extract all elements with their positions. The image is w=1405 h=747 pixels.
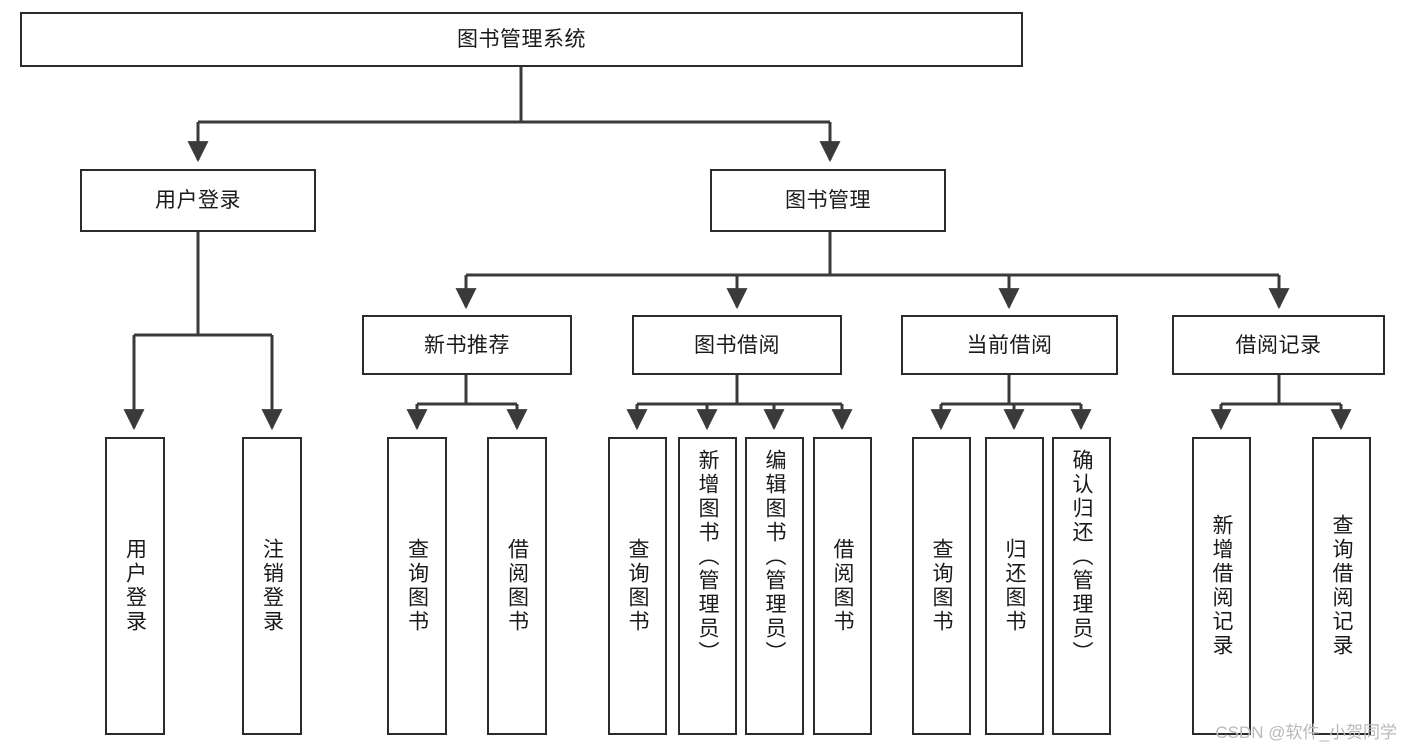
node-borrow-record[interactable]: 借阅记录 — [1172, 315, 1385, 375]
node-leaf-query-book-borrow[interactable]: 查询图书 — [608, 437, 667, 735]
node-new-book-recommend[interactable]: 新书推荐 — [362, 315, 572, 375]
node-current-borrow-label: 当前借阅 — [966, 333, 1053, 357]
node-leaf-edit-book-label: 编辑图书（管理员） — [763, 449, 786, 665]
node-root-label: 图书管理系统 — [457, 28, 586, 51]
node-leaf-add-book[interactable]: 新增图书（管理员） — [678, 437, 737, 735]
node-leaf-query-book-current[interactable]: 查询图书 — [912, 437, 971, 735]
node-book-borrow[interactable]: 图书借阅 — [632, 315, 842, 375]
node-leaf-return-book[interactable]: 归还图书 — [985, 437, 1044, 735]
node-leaf-edit-book[interactable]: 编辑图书（管理员） — [745, 437, 804, 735]
node-leaf-query-book-borrow-label: 查询图书 — [626, 538, 649, 634]
node-leaf-query-book-recommend-label: 查询图书 — [405, 538, 429, 634]
csdn-watermark: CSDN @软件_小贺同学 — [1215, 723, 1397, 742]
node-new-book-recommend-label: 新书推荐 — [424, 333, 510, 357]
node-leaf-query-book-recommend[interactable]: 查询图书 — [387, 437, 447, 735]
node-leaf-user-login-label: 用户登录 — [123, 538, 147, 634]
node-leaf-borrow-book[interactable]: 借阅图书 — [813, 437, 872, 735]
node-leaf-add-book-label: 新增图书（管理员） — [696, 449, 719, 665]
node-leaf-logout-label: 注销登录 — [260, 538, 284, 634]
node-leaf-query-borrow-record-label: 查询借阅记录 — [1330, 514, 1353, 658]
node-book-management-label: 图书管理 — [785, 189, 871, 212]
node-book-borrow-label: 图书借阅 — [694, 333, 780, 357]
node-leaf-borrow-book-recommend[interactable]: 借阅图书 — [487, 437, 547, 735]
node-current-borrow[interactable]: 当前借阅 — [901, 315, 1118, 375]
node-leaf-confirm-return-label: 确认归还（管理员） — [1070, 449, 1093, 665]
node-leaf-add-borrow-record[interactable]: 新增借阅记录 — [1192, 437, 1251, 735]
node-leaf-confirm-return[interactable]: 确认归还（管理员） — [1052, 437, 1111, 735]
node-leaf-user-login[interactable]: 用户登录 — [105, 437, 165, 735]
node-leaf-add-borrow-record-label: 新增借阅记录 — [1210, 514, 1233, 658]
node-leaf-logout[interactable]: 注销登录 — [242, 437, 302, 735]
node-leaf-borrow-book-label: 借阅图书 — [831, 538, 854, 634]
node-book-management[interactable]: 图书管理 — [710, 169, 946, 232]
node-root[interactable]: 图书管理系统 — [20, 12, 1023, 67]
node-user-login-label: 用户登录 — [155, 189, 241, 212]
node-leaf-query-borrow-record[interactable]: 查询借阅记录 — [1312, 437, 1371, 735]
node-user-login[interactable]: 用户登录 — [80, 169, 316, 232]
node-leaf-return-book-label: 归还图书 — [1003, 538, 1026, 634]
node-leaf-query-book-current-label: 查询图书 — [930, 538, 953, 634]
node-leaf-borrow-book-recommend-label: 借阅图书 — [505, 538, 529, 634]
node-borrow-record-label: 借阅记录 — [1235, 333, 1322, 357]
